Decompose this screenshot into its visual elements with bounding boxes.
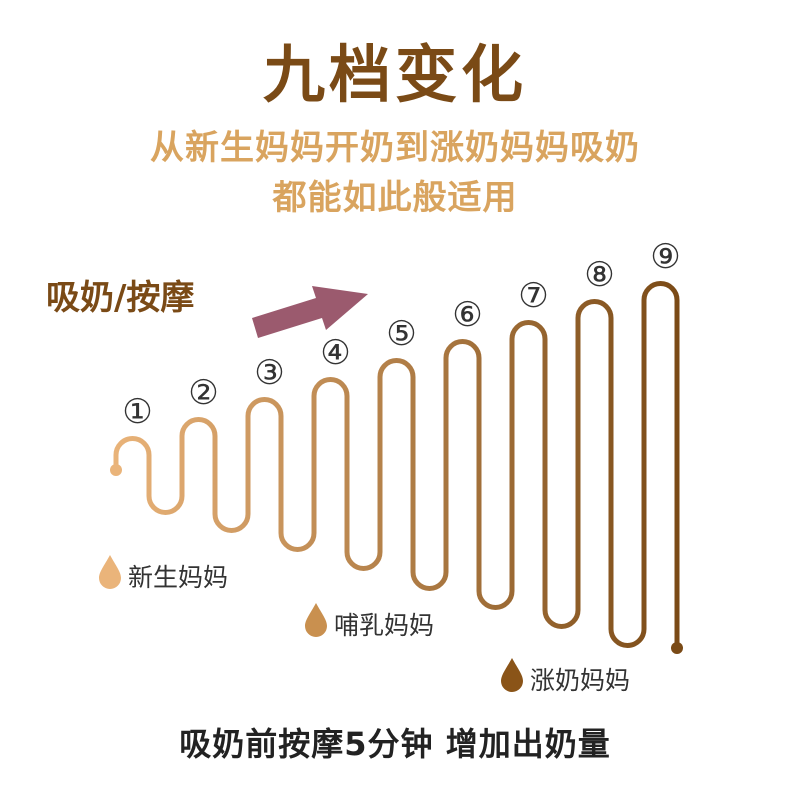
level-label-4: ④ [320, 333, 350, 373]
droplet-icon [501, 658, 523, 692]
droplet-icon [99, 555, 121, 589]
level-label-1: ① [122, 392, 152, 432]
legend-label-engorged: 涨奶妈妈 [530, 666, 630, 695]
subtitle-line-1: 从新生妈妈开奶到涨奶妈妈吸奶 [150, 128, 640, 168]
legend-item-nursing: 哺乳妈妈 [305, 603, 434, 640]
legend-label-nursing: 哺乳妈妈 [334, 611, 434, 640]
wave-path [113, 281, 680, 651]
level-label-9: ⑨ [650, 237, 680, 277]
footer-note: 吸奶前按摩5分钟 增加出奶量 [179, 725, 611, 763]
mode-label: 吸奶/按摩 [46, 278, 195, 318]
legend-item-newborn: 新生妈妈 [99, 555, 228, 592]
subtitle-line-2: 都能如此般适用 [272, 178, 518, 218]
level-label-8: ⑧ [584, 255, 614, 295]
page-title: 九档变化 [262, 38, 527, 111]
wave-end-dot [671, 642, 683, 654]
level-label-5: ⑤ [386, 314, 416, 354]
droplet-icon [305, 603, 327, 637]
wave-start-dot [110, 464, 122, 476]
legend-label-newborn: 新生妈妈 [128, 563, 228, 592]
trend-arrow-icon [252, 286, 368, 338]
level-label-7: ⑦ [518, 276, 548, 316]
level-label-6: ⑥ [452, 295, 482, 335]
legend-item-engorged: 涨奶妈妈 [501, 658, 630, 695]
level-label-2: ② [188, 373, 218, 413]
level-label-3: ③ [254, 353, 284, 393]
